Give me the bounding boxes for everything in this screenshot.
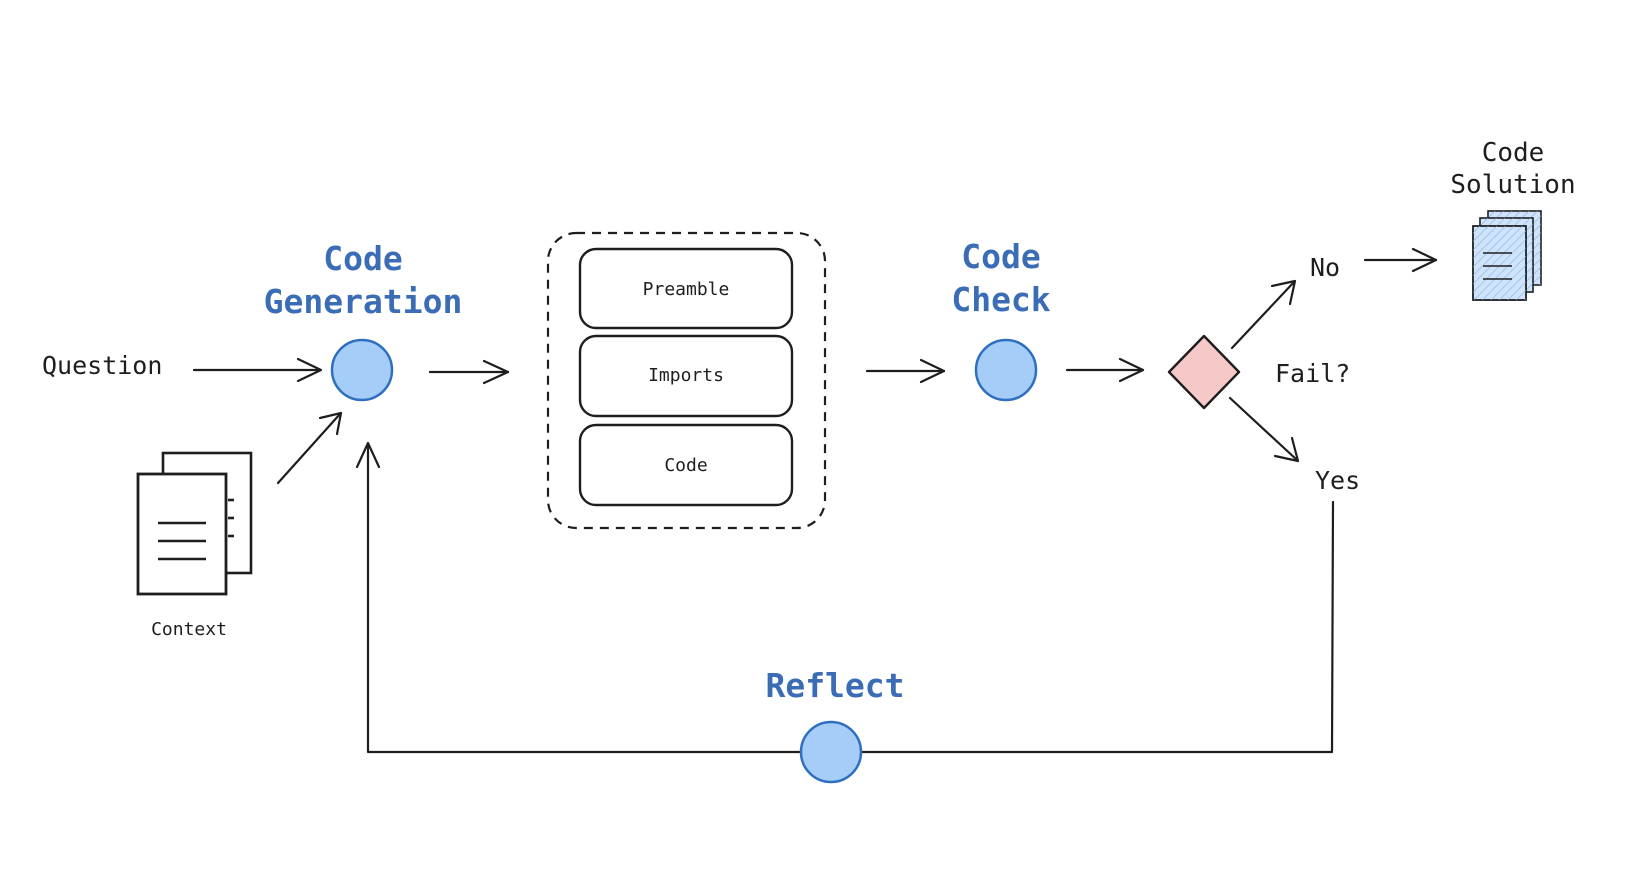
code-check-node xyxy=(974,338,1038,402)
output-block-imports: Imports xyxy=(578,334,794,418)
code-solution-title-line1: Code xyxy=(1482,138,1545,168)
code-generation-title-line1: Code xyxy=(323,239,402,278)
no-label: No xyxy=(1310,253,1340,282)
output-block-code: Code xyxy=(578,423,794,507)
arrow-context-to-generation xyxy=(276,411,343,485)
question-label: Question xyxy=(42,351,162,380)
code-check-title-line1: Code xyxy=(961,237,1040,276)
context-document-icon xyxy=(136,451,253,596)
code-generation-node xyxy=(330,338,394,402)
context-label: Context xyxy=(151,619,227,640)
fail-decision-diamond-icon xyxy=(1167,334,1241,410)
fail-label: Fail? xyxy=(1275,359,1350,388)
code-solution-title-line2: Solution xyxy=(1450,170,1575,200)
yes-label: Yes xyxy=(1315,466,1360,495)
arrow-decision-to-yes xyxy=(1228,396,1300,463)
code-generation-title-line2: Generation xyxy=(264,282,463,321)
arrow-output-to-check xyxy=(865,358,946,384)
output-block-preamble: Preamble xyxy=(578,247,794,330)
code-check-title-line2: Check xyxy=(951,280,1050,319)
code-solution-document-icon xyxy=(1472,210,1542,301)
arrow-question-to-generation xyxy=(192,357,323,383)
structured-output-container xyxy=(546,231,827,530)
output-block-label: Code xyxy=(664,455,707,476)
arrow-no-to-solution xyxy=(1363,247,1438,273)
arrow-check-to-decision xyxy=(1065,357,1145,383)
reflect-title: Reflect xyxy=(765,666,904,705)
reflect-node xyxy=(799,720,863,784)
reflect-loop-line xyxy=(355,441,1335,754)
arrow-decision-to-no xyxy=(1230,279,1297,350)
output-block-label: Preamble xyxy=(643,279,730,300)
output-block-label: Imports xyxy=(648,365,724,386)
arrow-generation-to-output xyxy=(428,359,510,385)
